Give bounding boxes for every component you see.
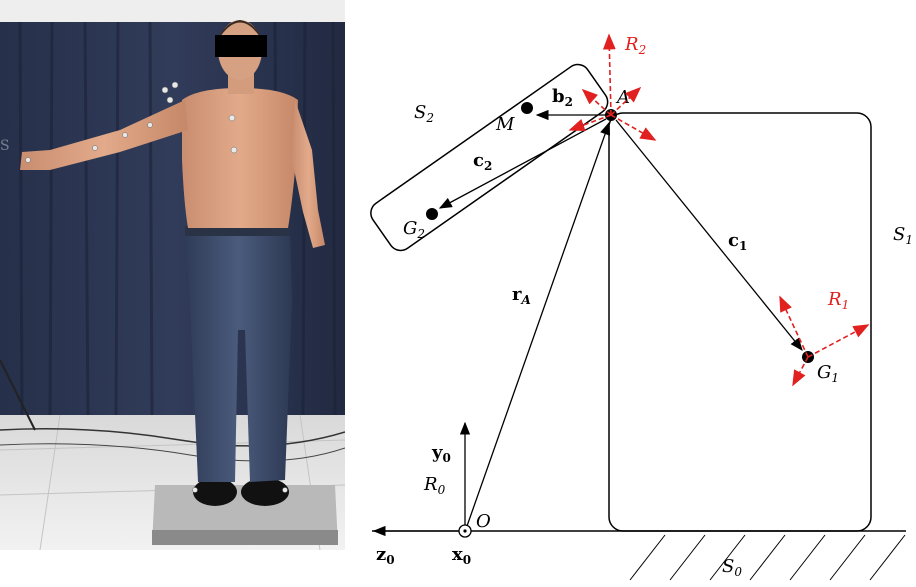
- tripod-leg: [0, 359, 36, 431]
- point-g2-dot: [426, 208, 438, 220]
- origin-label: O: [476, 511, 491, 532]
- ground-hatching: [629, 534, 906, 581]
- jeans: [185, 232, 292, 482]
- body-s1-label: S1: [893, 224, 913, 247]
- subject-photo-drawing: S: [0, 0, 346, 551]
- motion-markers: [25, 81, 288, 493]
- waistband: [185, 226, 290, 236]
- subject-photo: S: [0, 0, 346, 551]
- ceiling: [0, 0, 345, 22]
- raised-arm: [20, 100, 188, 170]
- frame-r0-label: R0: [423, 474, 446, 497]
- force-plate-edge: [152, 530, 338, 545]
- ground-label: S0: [722, 556, 742, 579]
- z0-axis-label: z0: [376, 544, 395, 567]
- frame-r2-axes: [568, 33, 657, 141]
- frame-r1-label: R1: [827, 289, 849, 312]
- point-g1-label: G1: [817, 362, 839, 385]
- x0-axis-label: x0: [452, 544, 471, 567]
- frame-r1-axes: [779, 295, 870, 387]
- vector-c1-label: c1: [728, 230, 747, 253]
- cable: [0, 443, 346, 462]
- vector-ra-label: rA: [512, 284, 531, 307]
- body-s2-outline: [370, 63, 609, 252]
- cable: [0, 428, 346, 447]
- vector-b2-label: b2: [552, 86, 573, 109]
- left-shoe: [193, 478, 237, 506]
- watermark: S: [0, 138, 10, 154]
- point-g2-label: G2: [403, 218, 425, 241]
- body-s1-outline: [608, 112, 872, 532]
- mechanical-diagram: S0 S1 S2 O y0 R0 z0 x0 A rA M b2 G2: [340, 0, 916, 583]
- vector-c1-arrow: [615, 119, 803, 352]
- point-m-label: M: [495, 114, 515, 135]
- vector-c2-label: c2: [473, 150, 492, 173]
- frame-r2-label: R2: [624, 34, 646, 57]
- x0-axis-dot: [463, 529, 467, 533]
- point-a-label: A: [615, 87, 630, 108]
- body-s2-label: S2: [414, 102, 434, 125]
- point-m-dot: [521, 102, 533, 114]
- hair: [218, 20, 262, 40]
- vector-ra-arrow: [466, 121, 611, 527]
- vector-c2-arrow: [438, 118, 607, 209]
- torso: [182, 88, 298, 228]
- right-shoe: [241, 478, 289, 506]
- diagram-canvas: S0 S1 S2 O y0 R0 z0 x0 A rA M b2 G2: [370, 33, 913, 581]
- y0-axis-label: y0: [431, 442, 451, 465]
- lowered-arm: [292, 100, 325, 248]
- face-censor-bar: [215, 35, 267, 57]
